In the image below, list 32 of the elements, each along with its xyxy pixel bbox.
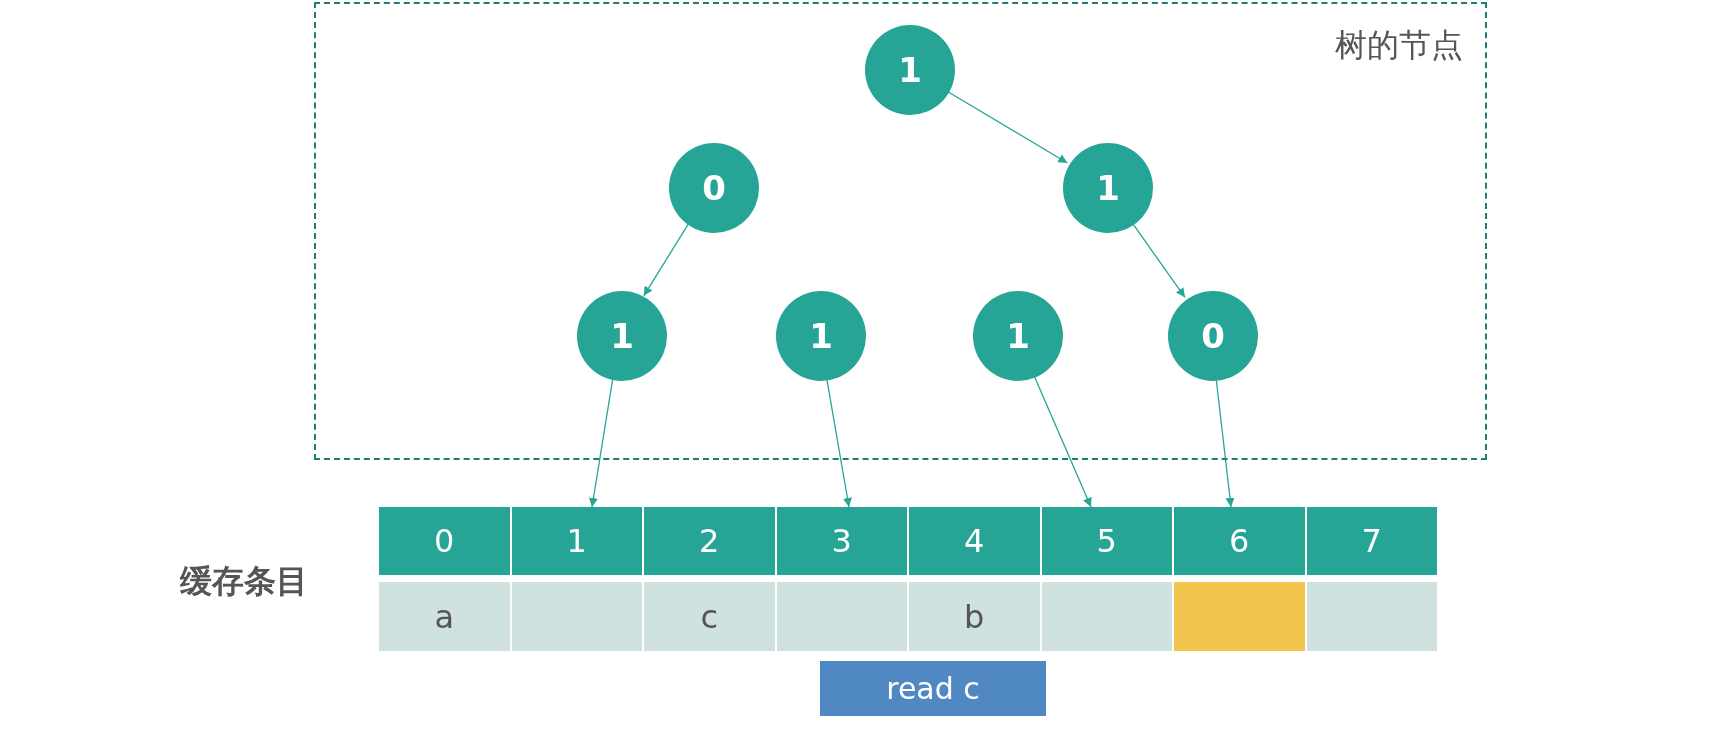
arrow xyxy=(643,223,689,297)
cache-cell: b xyxy=(909,582,1042,651)
index-cell: 0 xyxy=(379,507,512,575)
index-cell: 2 xyxy=(644,507,777,575)
index-cell: 4 xyxy=(909,507,1042,575)
frame-title: 树的节点 xyxy=(1335,25,1463,66)
tree-node-circle: 0 xyxy=(1168,291,1258,381)
arrow xyxy=(588,377,614,508)
row-label: 缓存条目 xyxy=(180,561,308,602)
cache-cell xyxy=(1174,582,1307,651)
index-cell: 7 xyxy=(1306,507,1439,575)
arrow xyxy=(1033,374,1092,508)
index-cell: 3 xyxy=(776,507,909,575)
tree-node-circle: 1 xyxy=(865,25,955,115)
action-label: read c xyxy=(820,661,1046,716)
index-cell: 1 xyxy=(511,507,644,575)
index-cell: 5 xyxy=(1041,507,1174,575)
arrow xyxy=(1131,222,1186,298)
cache-cell xyxy=(776,582,909,651)
cache-cell xyxy=(1041,582,1174,651)
tree-node-circle: 1 xyxy=(577,291,667,381)
cache-cell: c xyxy=(644,582,777,651)
index-cell: 6 xyxy=(1174,507,1307,575)
tree-node-circle: 0 xyxy=(669,143,759,233)
cache-cell xyxy=(511,582,644,651)
arrow xyxy=(1215,378,1235,508)
tree-node-circle: 1 xyxy=(776,291,866,381)
tree-node-circle: 1 xyxy=(973,291,1063,381)
cache-cell: a xyxy=(379,582,512,651)
dashed-frame xyxy=(314,2,1487,460)
cache-cell xyxy=(1306,582,1439,651)
tree-node-circle: 1 xyxy=(1063,143,1153,233)
